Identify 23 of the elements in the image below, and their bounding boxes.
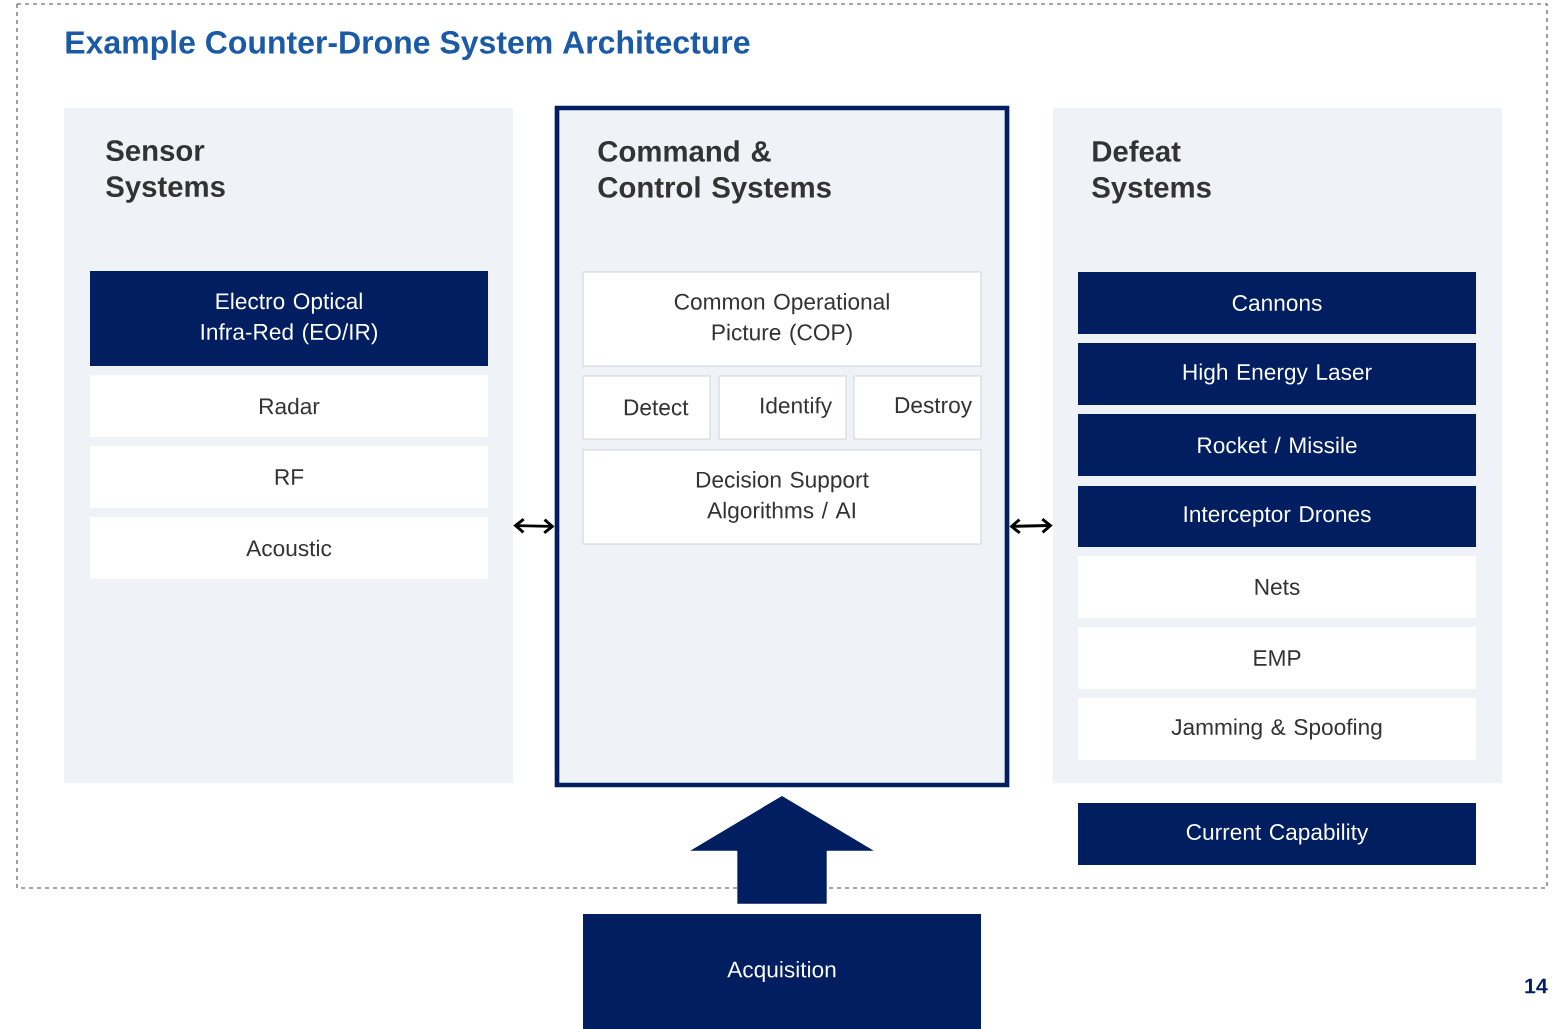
capability-box: Electro Optical Infra-Red (EO/IR) <box>90 271 488 366</box>
option-box: Jamming & Spoofing <box>1078 698 1476 760</box>
option-box: RF <box>90 446 488 508</box>
function-box: Detect <box>582 375 711 440</box>
page-number: 14 <box>1525 978 1548 994</box>
capability-box: Acquisition <box>583 914 981 1029</box>
title: Example Counter-Drone System Architecture <box>66 30 750 61</box>
block-arrow <box>690 795 874 904</box>
arrow <box>513 517 555 535</box>
capability-box: Interceptor Drones <box>1078 486 1476 547</box>
function-box: Decision Support Algorithms / AI <box>582 449 982 545</box>
function-box: Identify <box>718 375 847 440</box>
capability-box: Current Capability <box>1078 803 1476 865</box>
capability-box: Rocket / Missile <box>1078 414 1476 476</box>
option-box: Acoustic <box>90 517 488 579</box>
function-box: Common Operational Picture (COP) <box>582 271 982 367</box>
option-box: EMP <box>1078 627 1476 689</box>
capability-box: Cannons <box>1078 272 1476 334</box>
arrow <box>1009 517 1053 535</box>
option-box: Nets <box>1078 556 1476 618</box>
function-box: Destroy <box>853 375 982 440</box>
option-box: Radar <box>90 375 488 437</box>
capability-box: High Energy Laser <box>1078 343 1476 405</box>
